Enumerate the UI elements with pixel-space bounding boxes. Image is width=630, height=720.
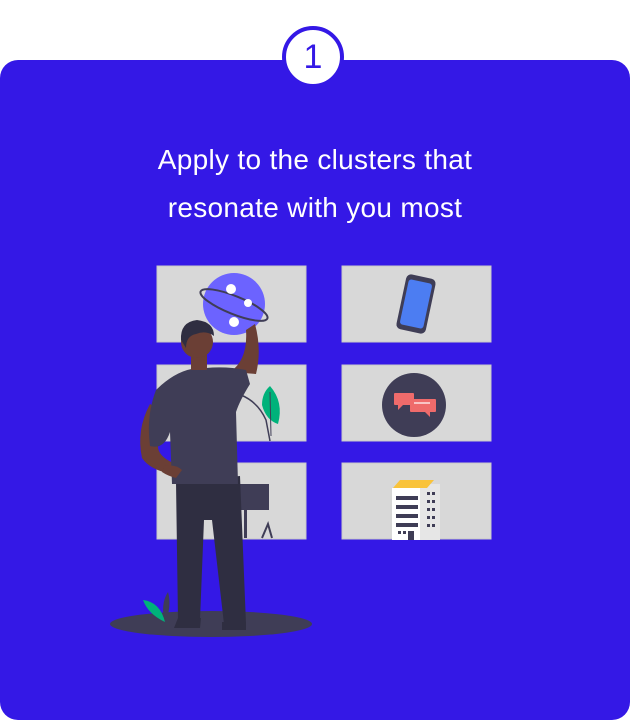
heading-line-1: Apply to the clusters that <box>157 144 473 175</box>
step-number: 1 <box>303 37 323 76</box>
planet-icon <box>199 273 269 335</box>
step-card <box>0 60 630 720</box>
step-heading: Apply to the clusters that resonate with… <box>0 136 630 232</box>
heading-line-2: resonate with you most <box>167 192 463 223</box>
chat-icon <box>382 373 446 437</box>
step-number-badge: 1 <box>282 26 344 88</box>
person-figure <box>140 320 259 630</box>
chair-icon <box>239 484 273 539</box>
leaf-icon <box>240 386 280 442</box>
leaf-icon <box>143 592 170 624</box>
ground-shadow <box>110 611 312 637</box>
building-icon <box>392 480 440 540</box>
phone-icon <box>396 274 436 334</box>
